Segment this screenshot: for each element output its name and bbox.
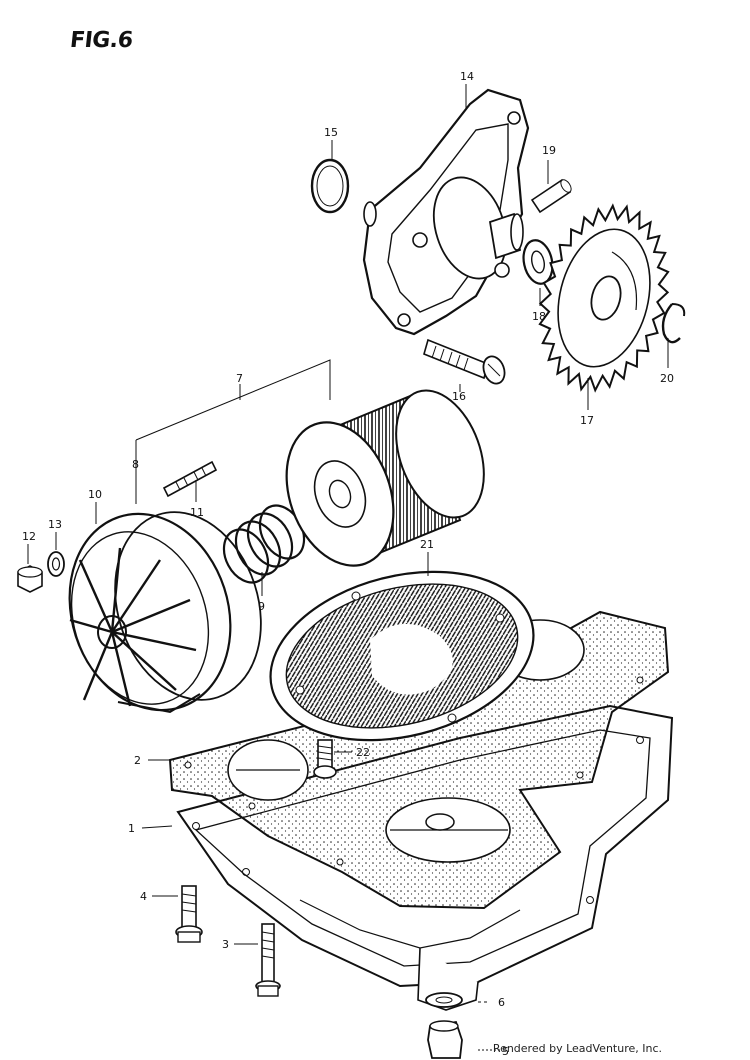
callout-7[interactable]: 7 <box>236 372 243 385</box>
callout-3[interactable]: 3 <box>222 938 229 951</box>
part-15-o-ring[interactable] <box>310 158 350 214</box>
part-3-bolt[interactable] <box>255 923 281 997</box>
callout-17[interactable]: 17 <box>580 414 594 427</box>
callout-15[interactable]: 15 <box>324 126 338 139</box>
part-11-stud[interactable] <box>162 460 218 498</box>
part-13-washer[interactable] <box>47 551 65 577</box>
part-17-pump-gear[interactable] <box>521 192 687 404</box>
part-14-oil-pump[interactable] <box>362 88 530 336</box>
callout-9[interactable]: 9 <box>258 600 265 613</box>
part-9-spring[interactable] <box>215 498 313 590</box>
part-22-bolt[interactable] <box>313 739 337 779</box>
part-10-filter-cover[interactable] <box>45 493 255 731</box>
part-12-nut[interactable] <box>17 565 43 593</box>
part-8-o-ring[interactable] <box>92 493 284 719</box>
callout-18[interactable]: 18 <box>532 310 546 323</box>
render-credit: Rendered by LeadVenture, Inc. <box>492 1042 662 1055</box>
callout-12[interactable]: 12 <box>22 530 36 543</box>
callout-13[interactable]: 13 <box>48 518 62 531</box>
part-7-oil-filter[interactable] <box>268 378 500 580</box>
part-18-washer[interactable] <box>520 238 557 287</box>
callouts: 1 2 3 4 5 6 7 8 9 10 11 12 13 14 15 16 1… <box>22 70 674 1058</box>
leader-lines <box>27 84 669 1051</box>
callout-21[interactable]: 21 <box>420 538 434 551</box>
part-21-strainer-gasket[interactable] <box>253 546 552 766</box>
part-2-oil-pan-gasket[interactable] <box>168 610 670 910</box>
part-20-circlip[interactable] <box>661 303 686 344</box>
part-19-dowel-pin[interactable] <box>530 178 573 214</box>
callout-14[interactable]: 14 <box>460 70 474 83</box>
callout-20[interactable]: 20 <box>660 372 674 385</box>
callout-10[interactable]: 10 <box>88 488 102 501</box>
part-5-drain-plug[interactable] <box>427 1020 463 1059</box>
callout-2[interactable]: 2 <box>134 754 141 767</box>
callout-22[interactable]: 22 <box>356 746 370 759</box>
callout-8[interactable]: 8 <box>132 458 139 471</box>
callout-16[interactable]: 16 <box>452 390 466 403</box>
callout-5[interactable]: 5 <box>502 1045 509 1058</box>
callout-11[interactable]: 11 <box>190 506 204 519</box>
callout-6[interactable]: 6 <box>498 996 505 1009</box>
callout-1[interactable]: 1 <box>128 822 135 835</box>
part-16-bolt[interactable] <box>423 338 508 387</box>
part-4-bolt[interactable] <box>175 885 203 943</box>
callout-4[interactable]: 4 <box>140 890 147 903</box>
callout-19[interactable]: 19 <box>542 144 556 157</box>
part-6-washer[interactable] <box>425 992 463 1008</box>
